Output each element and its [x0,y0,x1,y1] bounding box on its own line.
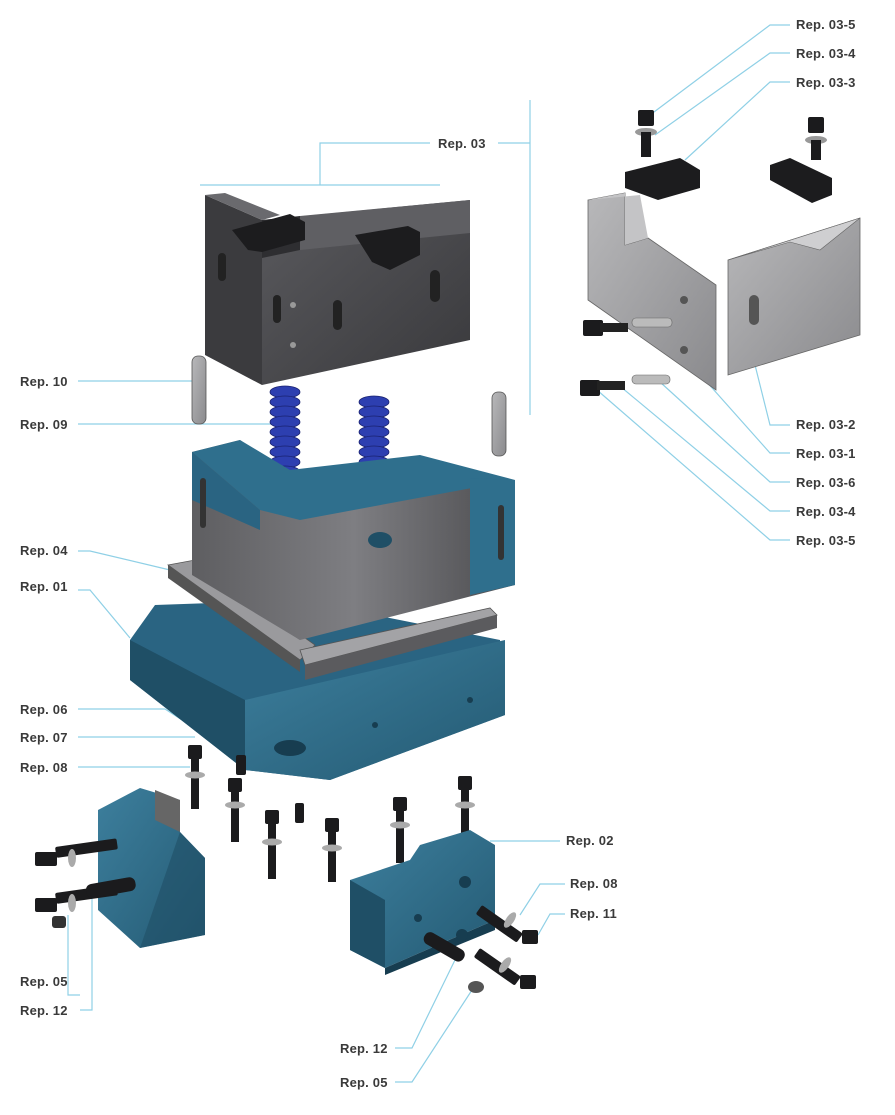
label-rep-11: Rep. 11 [570,906,617,921]
label-rep-05-bottom: Rep. 05 [340,1075,388,1090]
leader-rep-03-bracket [200,142,440,186]
label-rep-07: Rep. 07 [20,730,68,745]
left-stop-block [35,788,205,948]
leader-rep-12-left [80,890,93,1011]
springs [269,385,390,489]
label-rep-10: Rep. 10 [20,374,68,389]
label-rep-01: Rep. 01 [20,579,68,594]
label-rep-03-6: Rep. 03-6 [796,475,856,490]
label-rep-02: Rep. 02 [566,833,614,848]
leader-rep-01 [78,589,131,639]
label-rep-08-left: Rep. 08 [20,760,68,775]
label-rep-03-4-bottom: Rep. 03-4 [796,504,856,519]
leader-rep-08-right [519,883,565,916]
label-rep-05-left: Rep. 05 [20,974,68,989]
label-rep-03-1: Rep. 03-1 [796,446,856,461]
leader-rep-03-1 [704,379,790,454]
leader-rep-03-6 [659,381,790,483]
label-rep-12-left: Rep. 12 [20,1003,68,1018]
label-rep-03-5-bottom: Rep. 03-5 [796,533,856,548]
slide-plates [167,559,498,680]
leader-rep-03-4-bottom [614,381,790,512]
label-rep-03-3: Rep. 03-3 [796,75,856,90]
leader-rep-03-3 [684,81,790,161]
label-rep-03-5-top: Rep. 03-5 [796,17,856,32]
label-rep-09: Rep. 09 [20,417,68,432]
leader-lines [67,24,790,1083]
leader-rep-03-vertical [498,100,531,415]
leader-rep-12-bottom [395,959,456,1049]
dowel-pins [191,355,507,457]
leader-rep-11 [537,913,565,936]
leader-rep-03-5-top [649,24,790,116]
leader-rep-03-5-bottom [596,389,790,541]
label-rep-12-bottom: Rep. 12 [340,1041,388,1056]
label-rep-06: Rep. 06 [20,702,68,717]
leader-rep-04 [78,550,171,571]
leader-rep-05-bottom [395,989,473,1083]
leader-rep-05-left [67,915,80,996]
exploded-jaw-parts [580,110,861,396]
bottom-screws [185,745,475,882]
fixed-block [192,440,515,640]
label-rep-03: Rep. 03 [438,136,486,151]
label-rep-03-2: Rep. 03-2 [796,417,856,432]
right-stop-block [350,830,538,993]
leader-rep-03-4-top [654,52,790,136]
upper-jaw-assembly [205,193,470,385]
label-rep-04: Rep. 04 [20,543,68,558]
label-rep-03-4-top: Rep. 03-4 [796,46,856,61]
leader-rep-03-2 [754,364,790,426]
label-rep-08-right: Rep. 08 [570,876,618,891]
